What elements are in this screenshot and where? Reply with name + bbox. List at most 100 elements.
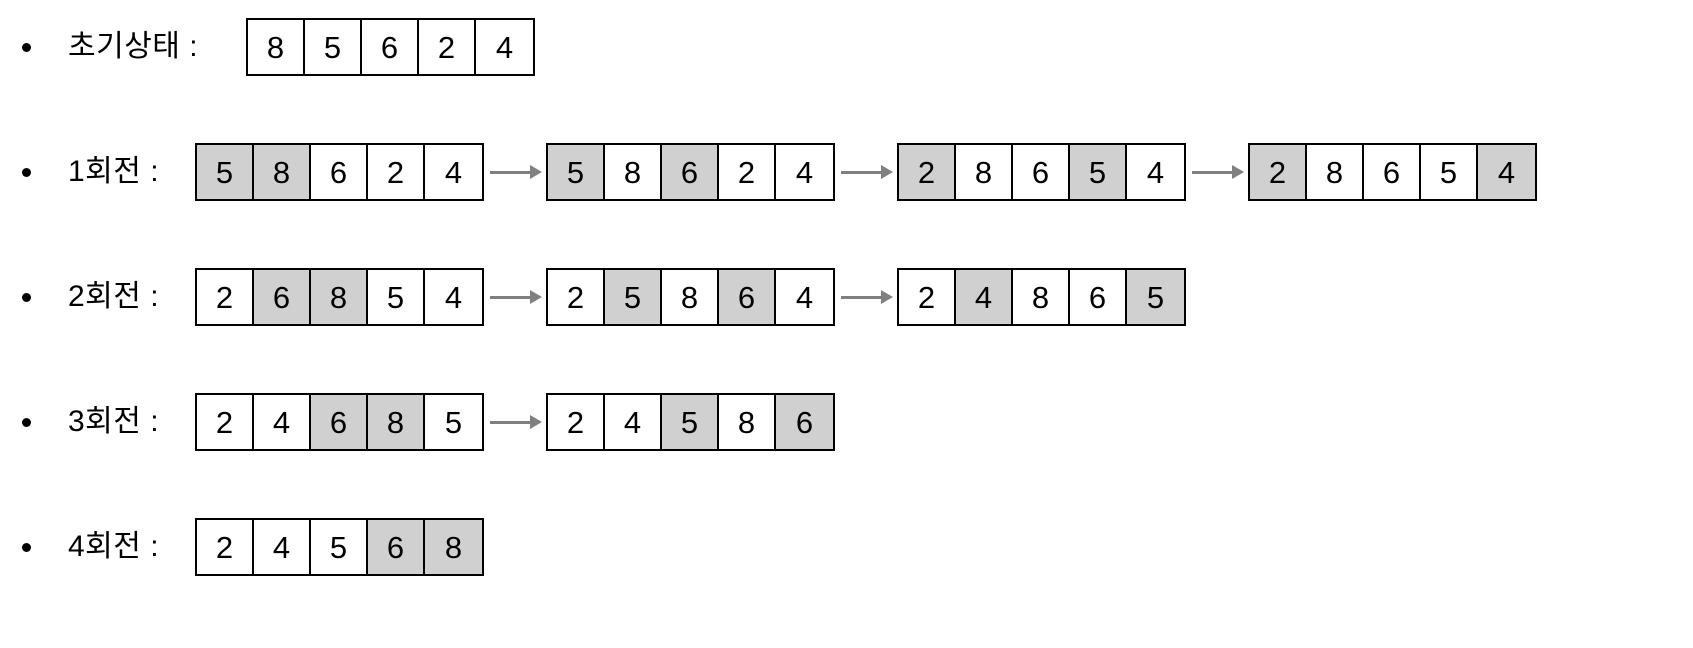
array-cell: 6 <box>776 395 833 449</box>
array-cell: 2 <box>548 395 605 449</box>
array-cell: 5 <box>548 145 605 199</box>
array-cell: 2 <box>899 145 956 199</box>
bullet-dot-icon <box>22 417 31 427</box>
bullet-marker <box>0 42 68 52</box>
row-label: 2회전 : <box>68 280 160 313</box>
array-cell: 8 <box>1307 145 1364 199</box>
array-cell: 5 <box>311 520 368 574</box>
arrow-head <box>530 415 542 429</box>
step-arrow-icon <box>835 143 897 201</box>
array-cell: 4 <box>605 395 662 449</box>
arrow-shaft <box>490 295 534 299</box>
array-cell: 2 <box>1250 145 1307 199</box>
array-cell: 5 <box>1421 145 1478 199</box>
arrow-shaft <box>490 170 534 174</box>
array-cell: 2 <box>719 145 776 199</box>
step-arrow-icon <box>484 393 546 451</box>
array-cell: 5 <box>425 395 482 449</box>
array-cell: 8 <box>248 20 305 74</box>
row-label: 3회전 : <box>68 405 160 438</box>
array-cell: 6 <box>719 270 776 324</box>
array-cell: 8 <box>605 145 662 199</box>
array-cell: 4 <box>1127 145 1184 199</box>
array-cell: 4 <box>476 20 533 74</box>
array-cell: 8 <box>956 145 1013 199</box>
array-cell: 2 <box>548 270 605 324</box>
array-cell: 4 <box>956 270 1013 324</box>
array-cell: 6 <box>254 270 311 324</box>
array-cell: 2 <box>368 145 425 199</box>
array-cell: 6 <box>311 145 368 199</box>
arrow-shaft <box>1192 170 1236 174</box>
row-label: 초기상태 : <box>68 30 199 63</box>
arrow-head <box>881 290 893 304</box>
array-cell: 4 <box>254 395 311 449</box>
array-cell: 6 <box>362 20 419 74</box>
array-cell: 2 <box>197 520 254 574</box>
array-cell: 8 <box>662 270 719 324</box>
arrow-head <box>881 165 893 179</box>
step-arrow-icon <box>835 268 897 326</box>
array-cell: 4 <box>776 145 833 199</box>
array-cell: 4 <box>425 270 482 324</box>
array-cell: 6 <box>1364 145 1421 199</box>
arrow-head <box>1232 165 1244 179</box>
array-cell: 5 <box>197 145 254 199</box>
array-cell: 8 <box>368 395 425 449</box>
bullet-dot-icon <box>22 292 31 302</box>
arrow-head <box>530 290 542 304</box>
array-cell: 8 <box>1013 270 1070 324</box>
array-cell: 5 <box>605 270 662 324</box>
arrow-shaft <box>490 420 534 424</box>
array-cell: 5 <box>1070 145 1127 199</box>
step-arrow-icon <box>1186 143 1248 201</box>
array-cell: 4 <box>1478 145 1535 199</box>
bullet-marker <box>0 417 68 427</box>
array-cell: 8 <box>311 270 368 324</box>
bullet-dot-icon <box>22 167 31 177</box>
array-cell: 6 <box>368 520 425 574</box>
array-cell: 4 <box>776 270 833 324</box>
array-cell: 2 <box>899 270 956 324</box>
array-cell: 4 <box>425 145 482 199</box>
array-cell: 2 <box>197 270 254 324</box>
arrow-head <box>530 165 542 179</box>
row-label: 4회전 : <box>68 530 160 563</box>
step-arrow-icon <box>484 143 546 201</box>
array-cell: 8 <box>254 145 311 199</box>
array-cell: 6 <box>662 145 719 199</box>
bullet-dot-icon <box>22 542 31 552</box>
bullet-dot-icon <box>22 42 31 52</box>
array-cell: 5 <box>662 395 719 449</box>
array-cell: 2 <box>419 20 476 74</box>
bullet-marker <box>0 292 68 302</box>
array-cell: 5 <box>1127 270 1184 324</box>
array-cell: 4 <box>254 520 311 574</box>
array-cell: 8 <box>719 395 776 449</box>
array-cell: 6 <box>1070 270 1127 324</box>
array-cell: 2 <box>197 395 254 449</box>
row-label: 1회전 : <box>68 155 160 188</box>
arrow-shaft <box>841 170 885 174</box>
step-arrow-icon <box>484 268 546 326</box>
bullet-marker <box>0 542 68 552</box>
